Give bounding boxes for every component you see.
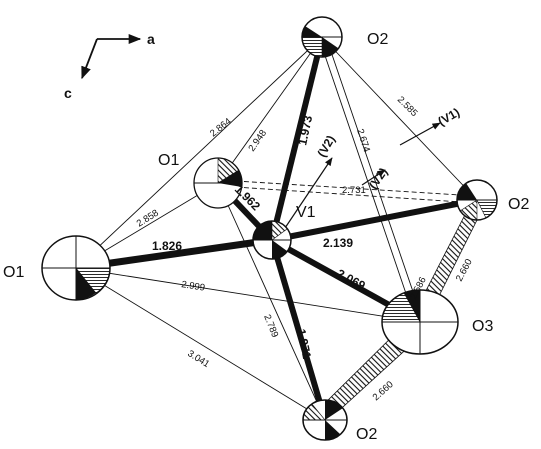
label-o2-right: O2 <box>508 196 529 213</box>
edge-o2top-o2right <box>321 36 478 201</box>
len-v-o1left: 1.826 <box>152 239 182 253</box>
len-o1upper-o2right: 2.731 <box>342 185 366 196</box>
len-o3-o2bottom: 2.660 <box>371 379 396 403</box>
bond-v-o2bottom <box>269 239 328 421</box>
arrow-v1 <box>399 122 441 146</box>
arrow-v2-b <box>361 169 386 186</box>
len-o1left-o2top: 2.864 <box>208 116 234 139</box>
atom-labels: O2 O1 O1 V1 O2 O3 O2 <box>3 31 529 443</box>
atom-o1-upper <box>193 157 243 209</box>
len-o1upper-o2top: 2.948 <box>246 128 269 154</box>
atom-o2-bottom <box>302 399 348 441</box>
edge-o1upper-o2right <box>219 179 477 197</box>
edge-o1left-o2top <box>75 36 323 269</box>
label-o2-bottom: O2 <box>356 426 377 443</box>
len-o1left-o2bottom: 3.041 <box>185 348 211 370</box>
axis-c-arrow <box>81 38 98 80</box>
len-o1left-o3: 2.999 <box>181 279 206 294</box>
label-v2-a: (V2) <box>314 133 337 160</box>
len-v-o3: 2.069 <box>335 266 368 293</box>
label-v1-neighbor: (V1) <box>436 105 463 128</box>
bond-v-o2top <box>269 36 325 241</box>
bond-v-o2right <box>271 197 478 243</box>
arrow-v2-a <box>284 157 333 229</box>
len-o1upper-o2bottom: 2.789 <box>261 313 280 339</box>
edge-o1left-o3 <box>75 267 421 323</box>
neighbor-arrows <box>284 122 441 229</box>
edge-o1left-o2bottom <box>75 267 326 421</box>
atom-o1-left <box>41 235 111 301</box>
len-v-o2bottom: 1.971 <box>294 328 314 361</box>
label-o3: O3 <box>472 318 493 335</box>
axis-indicator: a c <box>64 31 155 101</box>
axis-a-label: a <box>147 31 155 47</box>
label-o1-upper: O1 <box>158 152 179 169</box>
len-v-o2top: 1.973 <box>295 114 315 147</box>
len-o2top-o2right: 2.585 <box>395 94 420 119</box>
atom-v1 <box>252 220 292 260</box>
edge-o1upper-o2bottom <box>217 182 326 421</box>
edge-o2top-o3 <box>318 37 416 321</box>
label-o2-top: O2 <box>367 31 388 48</box>
label-o1-left: O1 <box>3 264 24 281</box>
edge-o1upper-o2top <box>217 36 323 184</box>
len-o1left-o1upper: 2.858 <box>135 208 161 230</box>
len-v-o2right: 2.139 <box>323 236 353 250</box>
len-o2right-o3-b: 2.660 <box>454 257 475 283</box>
atom-o2-right <box>456 179 498 221</box>
label-v1: V1 <box>296 204 316 221</box>
polyhedron-edges <box>75 36 478 421</box>
axis-c-label: c <box>64 85 72 101</box>
atom-o2-top <box>301 16 343 58</box>
atom-o3 <box>381 289 459 355</box>
neighbor-label-group: (V2) (V2) (V1) <box>314 105 462 192</box>
